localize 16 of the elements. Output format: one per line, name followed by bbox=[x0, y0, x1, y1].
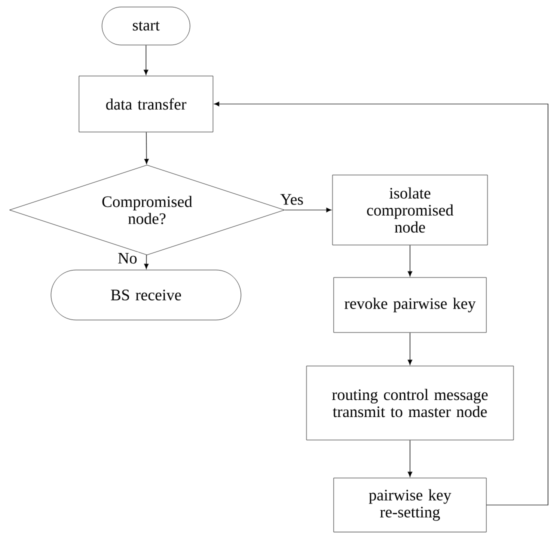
arrow bbox=[144, 254, 149, 269]
edge-label: No bbox=[116, 252, 138, 265]
process-box: data transfer bbox=[78, 76, 214, 132]
process-box: routing control message transmit to master node bbox=[306, 366, 514, 440]
arrow bbox=[214, 102, 548, 506]
process-box: revoke pairwise key bbox=[333, 277, 487, 333]
arrow bbox=[408, 440, 412, 477]
process-box: isolate compromised node bbox=[332, 174, 488, 246]
arrow bbox=[284, 208, 332, 212]
terminal-box: start bbox=[102, 6, 190, 46]
terminal-box: BS receive bbox=[50, 270, 242, 320]
process-box: pairwise key re-setting bbox=[333, 478, 487, 532]
arrow bbox=[144, 44, 148, 75]
arrow bbox=[408, 332, 412, 365]
arrow bbox=[408, 244, 412, 276]
arrow bbox=[144, 132, 149, 164]
